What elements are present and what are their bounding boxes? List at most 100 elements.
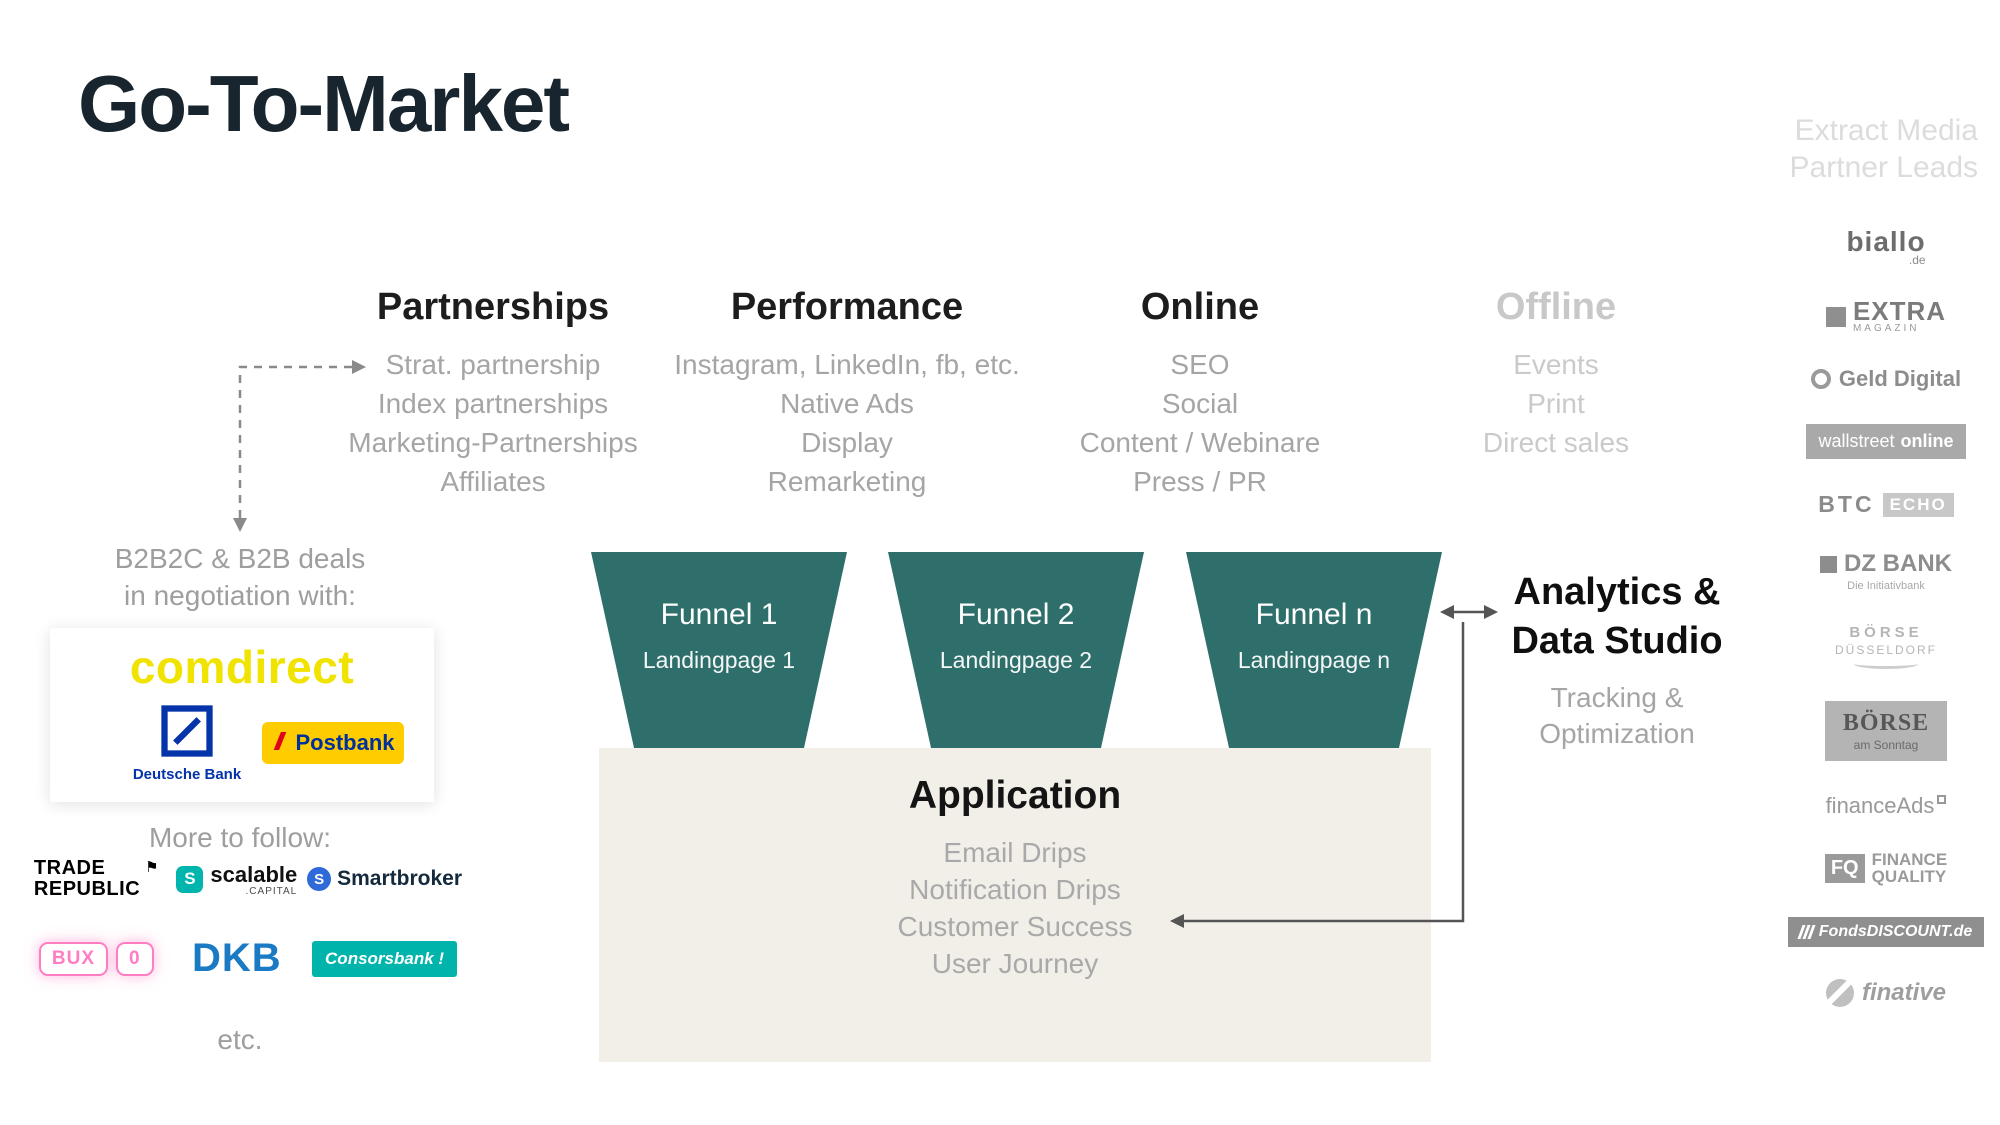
media-logo-financeads: financeAds [1826, 793, 1947, 819]
media-logo-biallo: biallo .de [1846, 226, 1925, 267]
analytics-title: Analytics & Data Studio [1472, 568, 1762, 666]
scalable-capital-icon: S [176, 865, 204, 893]
wallstreet-name: wallstreet [1818, 431, 1895, 451]
finance-quality-suffix: QUALITY [1871, 867, 1947, 886]
column-performance: Performance Instagram, LinkedIn, fb, etc… [620, 285, 1074, 501]
analytics-sub-line2: Optimization [1539, 718, 1695, 749]
application-item: User Journey [931, 948, 1099, 979]
column-header-partnerships: Partnerships [376, 286, 610, 328]
extra-name: EXTRA [1852, 296, 1947, 326]
extra-magazin-icon [1825, 306, 1846, 327]
financeads-badge-icon [1937, 795, 1947, 804]
wallstreet-suffix: online [1900, 431, 1954, 451]
column-item: Marketing-Partnerships [348, 427, 638, 458]
dz-bank-name: DZ BANK [1844, 550, 1952, 577]
media-logo-btc-echo: BTC ECHO [1818, 491, 1954, 518]
media-logo-dz-bank: DZ BANK Die Initiativbank [1820, 550, 1952, 592]
dkb-logo: DKB [191, 936, 282, 980]
media-logo-boerse-duesseldorf: BÖRSE DÜSSELDORF [1835, 624, 1937, 669]
finative-name: finative [1861, 979, 1947, 1006]
page-title: Go-To-Market [78, 59, 570, 148]
biallo-name: biallo [1846, 226, 1926, 257]
dz-bank-tagline: Die Initiativbank [1847, 580, 1925, 592]
scalable-capital-name: scalable [210, 861, 298, 887]
application-item: Email Drips [943, 837, 1087, 868]
trade-republic-line1: TRADE [33, 857, 106, 879]
column-item: Instagram, LinkedIn, fb, etc. [674, 349, 1020, 380]
column-offline: Offline Events Print Direct sales [1380, 285, 1732, 462]
funnel-n: Funnel n Landingpage n [1186, 552, 1442, 748]
funnel-title: Funnel 1 [660, 598, 778, 631]
column-header-performance: Performance [730, 286, 964, 328]
extract-media-note: Extract Media Partner Leads [1790, 112, 1978, 186]
consorsbank-logo: Consorsbank ! [312, 940, 458, 977]
postbank-label: Postbank [295, 730, 395, 755]
media-partner-list: biallo .de EXTRA MAGAZIN Geld Digital wa… [1787, 226, 1985, 1007]
deutsche-bank-label: Deutsche Bank [132, 766, 242, 783]
negotiation-label: B2B2C & B2B deals in negotiation with: [80, 540, 400, 614]
scalable-capital-logo: S scalable .CAPITAL [176, 862, 297, 897]
funnel-title: Funnel n [1255, 598, 1373, 631]
column-item: Print [1527, 388, 1585, 419]
trade-republic-flag-icon: ⚑ [145, 859, 159, 876]
finance-quality-name: FINANCE [1871, 850, 1948, 869]
funnel-subtitle: Landingpage 1 [642, 647, 796, 673]
boerse-duesseldorf-swoosh-icon [1853, 659, 1918, 669]
scalable-capital-suffix: .CAPITAL [245, 885, 298, 897]
column-item: SEO [1170, 349, 1230, 380]
column-item: Direct sales [1482, 427, 1630, 458]
more-partners-grid: TRADE REPUBLIC ⚑ S scalable .CAPITAL S S… [26, 858, 462, 981]
deutsche-bank-icon [160, 705, 214, 762]
extra-suffix: MAGAZIN [1852, 323, 1920, 334]
financeads-name: financeAds [1825, 793, 1935, 818]
application-items: Email Drips Notification Drips Customer … [599, 834, 1431, 982]
trade-republic-logo: TRADE REPUBLIC ⚑ [34, 858, 159, 900]
etc-label: etc. [217, 1024, 263, 1055]
negotiation-line1: B2B2C & B2B deals [114, 543, 366, 574]
funnel-subtitle: Landingpage n [1237, 647, 1391, 673]
boerse-duesseldorf-suffix: DÜSSELDORF [1834, 643, 1937, 657]
bux-box: BUX [38, 941, 109, 976]
column-partnerships: Partnerships Strat. partnership Index pa… [280, 285, 706, 501]
application-box: Application Email Drips Notification Dri… [599, 748, 1431, 1062]
application-title: Application [908, 774, 1122, 817]
smartbroker-icon: S [307, 867, 332, 891]
postbank-icon [271, 729, 289, 758]
btc-echo-suffix: ECHO [1882, 492, 1954, 517]
funnel-1: Funnel 1 Landingpage 1 [591, 552, 847, 748]
extract-media-line1: Extract Media [1794, 114, 1978, 147]
negotiation-line2: in negotiation with: [124, 580, 356, 611]
column-item: Index partnerships [377, 388, 609, 419]
finance-quality-icon: FQ [1824, 853, 1865, 883]
analytics-subtitle: Tracking & Optimization [1472, 680, 1762, 752]
biallo-suffix: .de [1908, 253, 1926, 267]
smartbroker-name: Smartbroker [337, 867, 462, 890]
column-item: Native Ads [780, 388, 914, 419]
application-item: Notification Drips [909, 874, 1121, 905]
boerse-am-sonntag-name: BÖRSE [1842, 710, 1930, 736]
analytics-sub-line1: Tracking & [1550, 682, 1684, 713]
application-item: Customer Success [897, 911, 1133, 942]
analytics-title-line2: Data Studio [1511, 620, 1723, 662]
btc-name: BTC [1818, 491, 1875, 517]
column-item: Press / PR [1133, 466, 1267, 497]
more-to-follow-label: More to follow: [148, 822, 332, 853]
column-item: Events [1513, 349, 1599, 380]
dz-bank-icon [1820, 555, 1837, 573]
column-header-offline: Offline [1495, 286, 1617, 328]
column-items: SEO Social Content / Webinare Press / PR [1000, 345, 1400, 501]
funnel-subtitle: Landingpage 2 [939, 647, 1093, 673]
column-online: Online SEO Social Content / Webinare Pre… [1000, 285, 1400, 501]
media-logo-geld-digital: Geld Digital [1810, 366, 1961, 392]
funnel-title: Funnel 2 [957, 598, 1075, 631]
deutsche-bank-logo: Deutsche Bank [128, 704, 246, 783]
column-item: Remarketing [767, 466, 927, 497]
extract-media-line2: Partner Leads [1789, 151, 1978, 184]
boerse-am-sonntag-suffix: am Sonntag [1853, 738, 1919, 752]
postbank-logo: Postbank [262, 722, 404, 764]
partner-card: comdirect Deutsche Bank Postbank [50, 628, 434, 802]
fondsdiscount-name: FondsDISCOUNT.de [1818, 923, 1973, 940]
media-logo-fondsdiscount: FondsDISCOUNT.de [1787, 917, 1985, 947]
